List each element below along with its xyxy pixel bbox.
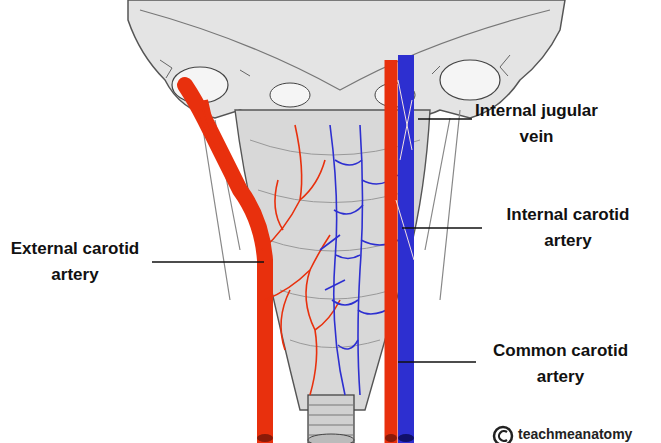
internal-carotid-and-jugular bbox=[385, 55, 414, 443]
copyright-icon bbox=[494, 427, 512, 443]
vessel-label: Internal carotid artery bbox=[484, 202, 652, 254]
vessel-label: External carotid artery bbox=[0, 236, 150, 288]
vessel-label: Internal jugular vein bbox=[474, 98, 599, 150]
watermark: teachmeanatomy bbox=[518, 426, 632, 442]
pharyngeal-arteries bbox=[262, 125, 340, 395]
trachea bbox=[308, 395, 354, 443]
vessel-label: Common carotid artery bbox=[478, 338, 643, 390]
leader-lines bbox=[152, 119, 482, 362]
external-carotid-artery bbox=[185, 85, 273, 443]
pharynx bbox=[200, 110, 460, 410]
